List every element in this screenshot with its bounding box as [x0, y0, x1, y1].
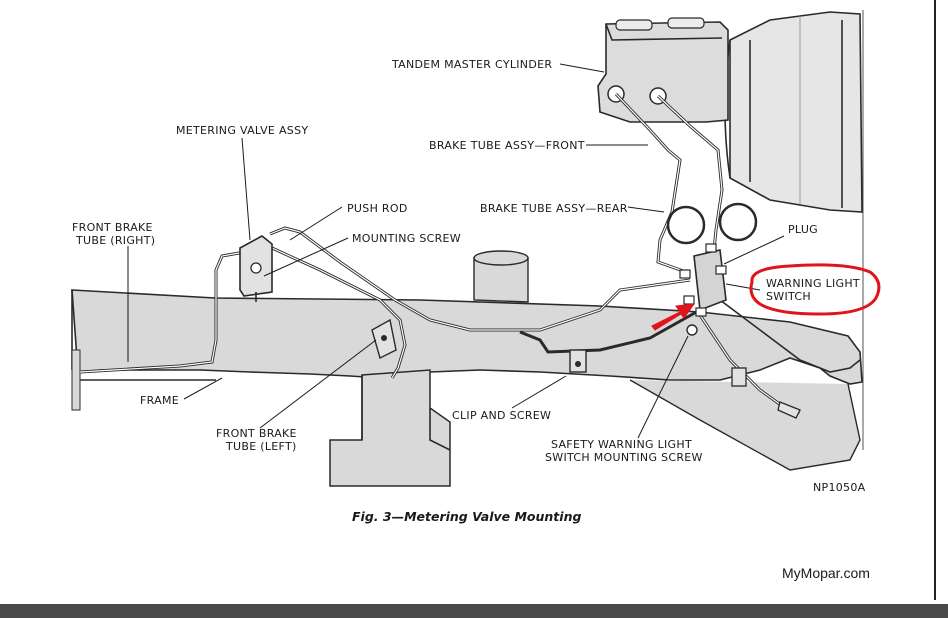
- clip: [569, 349, 587, 373]
- label-brake-tube-rear: BRAKE TUBE ASSY—REAR: [480, 202, 628, 215]
- tandem-master-cylinder: [597, 17, 729, 123]
- watermark: MyMopar.com: [782, 565, 870, 581]
- label-mounting-screw: MOUNTING SCREW: [352, 232, 461, 245]
- label-frame: FRAME: [140, 394, 179, 407]
- label-brake-tube-front: BRAKE TUBE ASSY—FRONT: [429, 139, 585, 152]
- label-front-brake-tube-right-2: TUBE (RIGHT): [75, 234, 155, 247]
- warning-switch-block: [679, 243, 727, 336]
- metering-valve: [239, 235, 273, 302]
- figure-caption: Fig. 3—Metering Valve Mounting: [352, 509, 581, 524]
- label-safety-switch-1: SAFETY WARNING LIGHT: [551, 438, 692, 451]
- label-warning-light-switch-1: WARNING LIGHT: [766, 277, 860, 290]
- label-safety-switch-2: SWITCH MOUNTING SCREW: [545, 451, 703, 464]
- frame-rail: [71, 289, 863, 471]
- label-front-brake-tube-left-2: TUBE (LEFT): [225, 440, 297, 453]
- bracket-clamp: [371, 318, 397, 360]
- brake-booster: [724, 11, 863, 213]
- label-warning-light-switch-2: SWITCH: [766, 290, 811, 303]
- label-clip-and-screw: CLIP AND SCREW: [452, 409, 551, 422]
- red-circle-annotation: [749, 263, 881, 316]
- label-front-brake-tube-right-1: FRONT BRAKE: [72, 221, 153, 234]
- lower-linkage: [731, 367, 801, 419]
- label-tandem-master-cylinder: TANDEM MASTER CYLINDER: [391, 58, 552, 71]
- frame-post: [473, 250, 529, 303]
- bottom-bar: [0, 604, 948, 618]
- red-annotation: [651, 263, 881, 331]
- label-push-rod: PUSH ROD: [347, 202, 408, 215]
- label-part-number: NP1050A: [813, 481, 866, 494]
- label-plug: PLUG: [788, 223, 818, 236]
- label-front-brake-tube-left-1: FRONT BRAKE: [216, 427, 297, 440]
- red-arrow-icon: [651, 303, 696, 331]
- label-metering-valve-assy: METERING VALVE ASSY: [176, 124, 308, 137]
- brake-tubes: [79, 92, 861, 414]
- cross-member: [329, 369, 451, 487]
- labels: TANDEM MASTER CYLINDER METERING VALVE AS…: [72, 58, 866, 494]
- leader-lines: [127, 63, 785, 439]
